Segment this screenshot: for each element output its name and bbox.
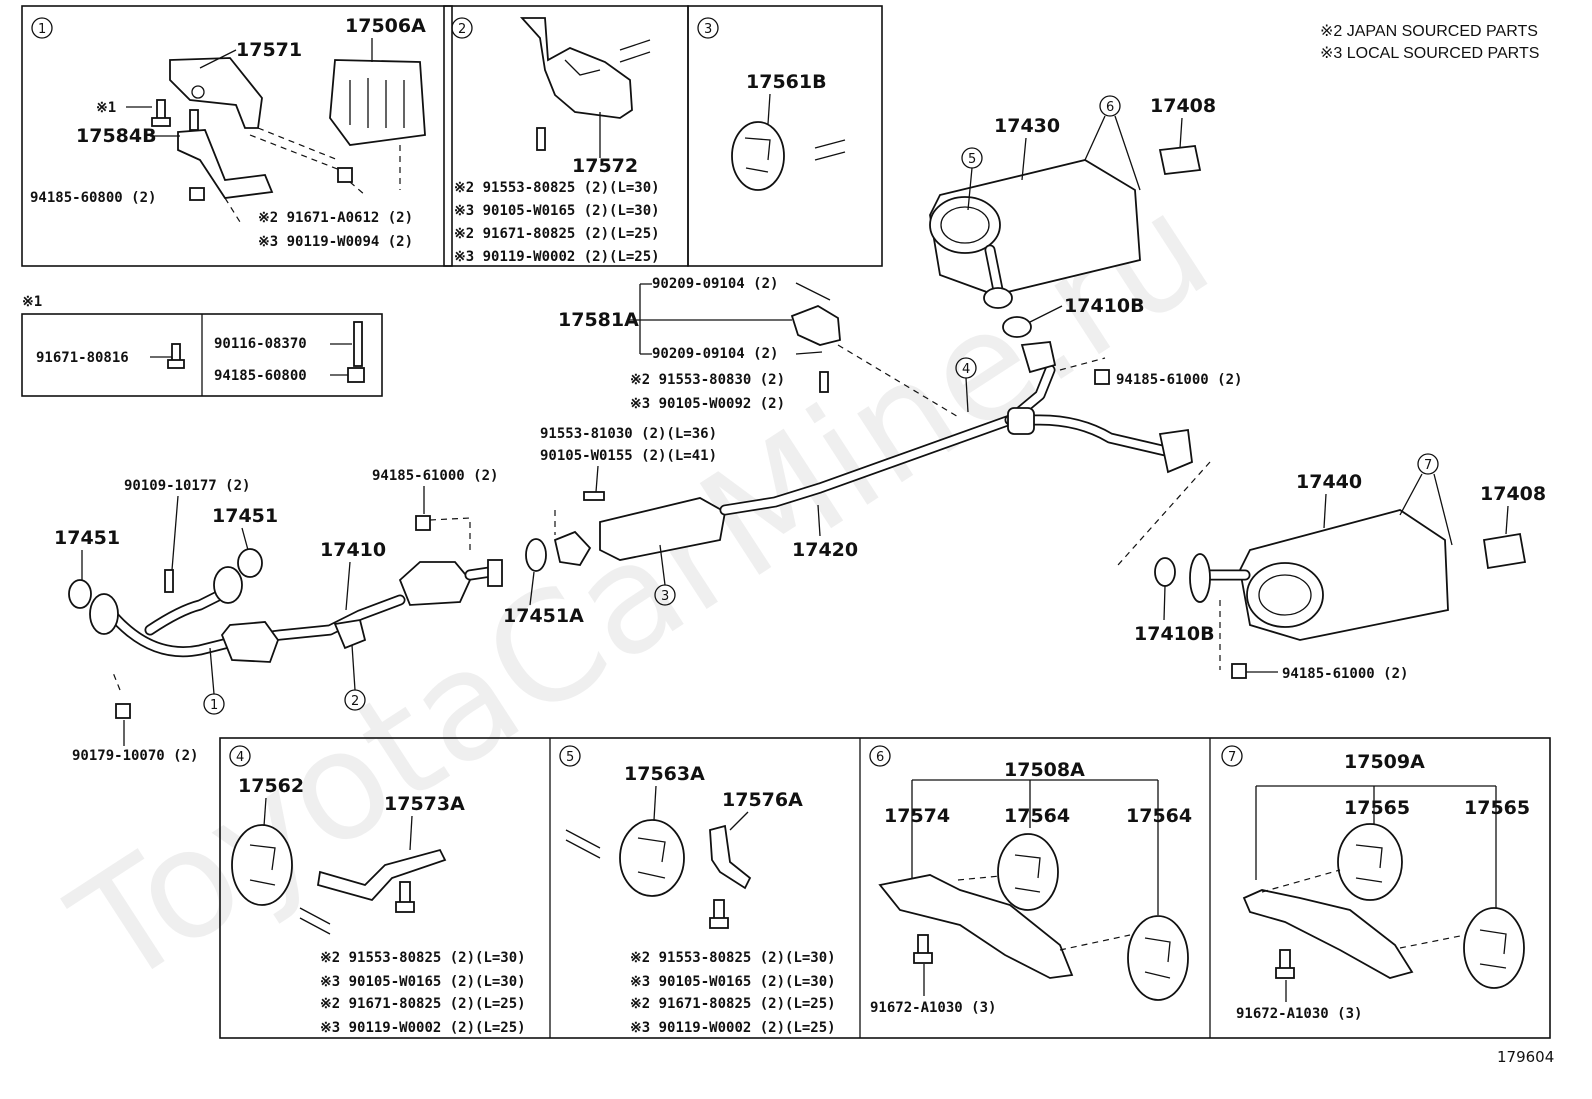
callout-7-main: 7 bbox=[1424, 458, 1432, 473]
callout-6: 6 bbox=[876, 750, 884, 765]
part-17506A: 17506A bbox=[345, 15, 426, 37]
part-17451A: 17451A bbox=[503, 605, 584, 627]
fastener-90109-10177: 90109-10177 (2) bbox=[124, 478, 250, 494]
part-17573A: 17573A bbox=[384, 793, 465, 815]
callout-2: 2 bbox=[458, 22, 466, 37]
part-17410: 17410 bbox=[320, 539, 386, 561]
detail-box-3: 3 17561B bbox=[687, 5, 883, 267]
fastener-94185-61000-rear: 94185-61000 (2) bbox=[1282, 666, 1408, 682]
fastener-90119-W0002: ※3 90119-W0002 (2)(L=25) bbox=[454, 249, 660, 265]
part-17451-left: 17451 bbox=[54, 527, 120, 549]
callout-1-main: 1 bbox=[210, 698, 218, 713]
detail-box-6: 6 17508A 17574 17564 17564 91672-A1030 (… bbox=[869, 745, 1192, 1016]
callout-4-main: 4 bbox=[962, 362, 970, 377]
fastener-91553-80825-5: ※2 91553-80825 (2)(L=30) bbox=[630, 950, 836, 966]
detail-box-4: 4 17562 17573A ※2 91553-80825 (2)(L=30) … bbox=[229, 745, 526, 1036]
star1-title: ※1 bbox=[22, 294, 42, 310]
fastener-91553-81030: 91553-81030 (2)(L=36) bbox=[540, 426, 717, 442]
detail-box-7: 7 17509A 17565 17565 91672-A1030 (3) bbox=[1221, 745, 1530, 1022]
detail-box-2: 2 17572 ※2 91553-80825 (2)(L=30) ※3 9010… bbox=[443, 5, 689, 267]
fastener-91671-80825-5: ※2 91671-80825 (2)(L=25) bbox=[630, 996, 836, 1012]
fastener-91671-80816: 91671-80816 bbox=[36, 350, 129, 366]
part-17410B-front: 17410B bbox=[1064, 295, 1145, 317]
fastener-91553-80830: ※2 91553-80830 (2) bbox=[630, 372, 785, 388]
fastener-94185-60800-star1: 94185-60800 bbox=[214, 368, 307, 384]
exhaust-assembly: 1 2 3 4 5 6 7 17430 17408 17410B 94185-6… bbox=[54, 95, 1546, 764]
callout-5: 5 bbox=[566, 750, 574, 765]
assy-17508A: 17508A bbox=[1004, 759, 1085, 781]
callout-6-main: 6 bbox=[1106, 100, 1114, 115]
part-17563A: 17563A bbox=[624, 763, 705, 785]
assy-17509A: 17509A bbox=[1344, 751, 1425, 773]
fastener-90119-W0002-4: ※3 90119-W0002 (2)(L=25) bbox=[320, 1020, 526, 1036]
fastener-90105-W0165: ※3 90105-W0165 (2)(L=30) bbox=[454, 203, 660, 219]
part-17440: 17440 bbox=[1296, 471, 1362, 493]
fastener-90179-10070: 90179-10070 (2) bbox=[72, 748, 198, 764]
part-17562: 17562 bbox=[238, 775, 304, 797]
fastener-91671-A0612: ※2 91671-A0612 (2) bbox=[258, 210, 413, 226]
callout-1: 1 bbox=[38, 22, 46, 37]
part-17584B: 17584B bbox=[76, 125, 157, 147]
part-17581A: 17581A bbox=[558, 309, 639, 331]
callout-7: 7 bbox=[1228, 750, 1236, 765]
part-17408-rear: 17408 bbox=[1480, 483, 1546, 505]
part-17565-b: 17565 bbox=[1464, 797, 1530, 819]
fastener-91671-80825: ※2 91671-80825 (2)(L=25) bbox=[454, 226, 660, 242]
part-17561B: 17561B bbox=[746, 71, 827, 93]
fastener-90209-09104-a: 90209-09104 (2) bbox=[652, 276, 778, 292]
part-17451-right: 17451 bbox=[212, 505, 278, 527]
note-japan-sourced: ※2 JAPAN SOURCED PARTS bbox=[1320, 23, 1538, 40]
fastener-94185-61000-front: 94185-61000 (2) bbox=[1116, 372, 1242, 388]
part-17565-a: 17565 bbox=[1344, 797, 1410, 819]
fastener-90105-W0165-5: ※3 90105-W0165 (2)(L=30) bbox=[630, 974, 836, 990]
fastener-91671-80825-4: ※2 91671-80825 (2)(L=25) bbox=[320, 996, 526, 1012]
callout-3-main: 3 bbox=[661, 589, 669, 604]
fastener-90119-W0094: ※3 90119-W0094 (2) bbox=[258, 234, 413, 250]
part-17572: 17572 bbox=[572, 155, 638, 177]
part-17574: 17574 bbox=[884, 805, 950, 827]
fastener-91553-80825: ※2 91553-80825 (2)(L=30) bbox=[454, 180, 660, 196]
star1-marker: ※1 bbox=[96, 100, 116, 116]
fastener-90105-W0165-4: ※3 90105-W0165 (2)(L=30) bbox=[320, 974, 526, 990]
fastener-91672-A1030-7: 91672-A1030 (3) bbox=[1236, 1006, 1362, 1022]
fastener-94185-60800: 94185-60800 (2) bbox=[30, 190, 156, 206]
note-local-sourced: ※3 LOCAL SOURCED PARTS bbox=[1320, 45, 1539, 62]
part-17564-b: 17564 bbox=[1126, 805, 1192, 827]
part-17420: 17420 bbox=[792, 539, 858, 561]
detail-box-5: 5 17563A 17576A ※2 91553-80825 (2)(L=30)… bbox=[559, 745, 836, 1036]
callout-3: 3 bbox=[704, 22, 712, 37]
part-17410B-rear: 17410B bbox=[1134, 623, 1215, 645]
fastener-90116-08370: 90116-08370 bbox=[214, 336, 307, 352]
callout-2-main: 2 bbox=[351, 694, 359, 709]
fastener-90119-W0002-5: ※3 90119-W0002 (2)(L=25) bbox=[630, 1020, 836, 1036]
fastener-91672-A1030-6: 91672-A1030 (3) bbox=[870, 1000, 996, 1016]
fastener-90105-W0092: ※3 90105-W0092 (2) bbox=[630, 396, 785, 412]
bottom-detail-frame bbox=[219, 737, 1551, 1039]
figure-id: 179604 bbox=[1497, 1048, 1554, 1066]
star1-detail-box: ※1 91671-80816 90116-08370 94185-60800 bbox=[21, 294, 383, 397]
part-17564-a: 17564 bbox=[1004, 805, 1070, 827]
fastener-94185-61000-mid: 94185-61000 (2) bbox=[372, 468, 498, 484]
fastener-90105-W0155: 90105-W0155 (2)(L=41) bbox=[540, 448, 717, 464]
part-17571: 17571 bbox=[236, 39, 302, 61]
detail-box-1: 1 17571 17506A 17584B ※1 94185-60800 (2)… bbox=[21, 5, 453, 267]
part-17408-front: 17408 bbox=[1150, 95, 1216, 117]
part-17430: 17430 bbox=[994, 115, 1060, 137]
callout-5-main: 5 bbox=[968, 152, 976, 167]
part-17576A: 17576A bbox=[722, 789, 803, 811]
callout-4: 4 bbox=[236, 750, 244, 765]
fastener-90209-09104-b: 90209-09104 (2) bbox=[652, 346, 778, 362]
fastener-91553-80825-4: ※2 91553-80825 (2)(L=30) bbox=[320, 950, 526, 966]
